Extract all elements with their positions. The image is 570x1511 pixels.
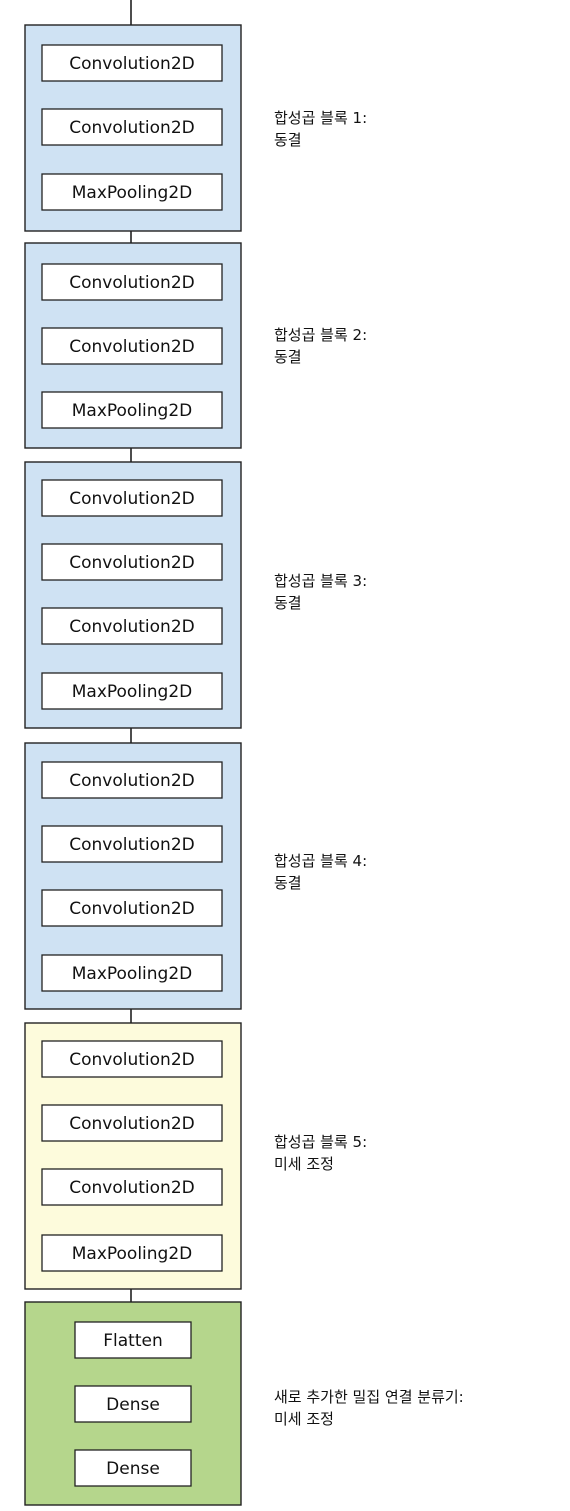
layer-box [41,327,223,365]
block-label-line2: 동결 [274,131,302,149]
layer-box [41,263,223,301]
layer-box [41,391,223,429]
block-label-line1: 합성곱 블록 2: [274,326,367,344]
layer-label: Convolution2D [69,118,194,138]
block-label-line2: 동결 [274,874,302,892]
layer-label: Convolution2D [69,771,194,791]
layer-box [41,543,223,581]
block-label-line1: 합성곱 블록 1: [274,109,367,127]
layer-box [41,1168,223,1206]
block-label-line2: 동결 [274,348,302,366]
layer-label: Convolution2D [69,899,194,919]
block-3: Convolution2D Convolution2D Convolution2D M… [24,461,367,729]
layer-label: MaxPooling2D [72,401,193,421]
layer-label: MaxPooling2D [72,964,193,984]
layer-label: Convolution2D [69,273,194,293]
block-4: Convolution2D Convolution2D Convolution2D M… [24,742,367,1010]
layer-label: Convolution2D [69,1114,194,1134]
layer-label: Convolution2D [69,337,194,357]
layer-label: Convolution2D [69,489,194,509]
layer-box [41,1040,223,1078]
block-label-line1: 합성곱 블록 5: [274,1133,367,1151]
block-label-line2: 미세 조정 [274,1410,334,1428]
block-label-line2: 동결 [274,594,302,612]
layer-label: MaxPooling2D [72,183,193,203]
layer-label: Convolution2D [69,1178,194,1198]
layer-box [41,44,223,82]
layer-label: Convolution2D [69,553,194,573]
block-label-line1: 새로 추가한 밀집 연결 분류기: [274,1388,464,1406]
layer-label: Convolution2D [69,835,194,855]
layer-label: Convolution2D [69,1050,194,1070]
layer-box [41,173,223,211]
layer-box [41,672,223,710]
layer-box [41,954,223,992]
block-5: Convolution2D Convolution2D Convolution2D M… [24,1022,367,1290]
block-label-line1: 합성곱 블록 4: [274,852,367,870]
layer-box [41,889,223,927]
layer-label: Convolution2D [69,617,194,637]
layer-box [74,1385,192,1423]
layer-label: MaxPooling2D [72,1244,193,1264]
block-group: Convolution2D Convolution2D MaxPooling2D 합성… [24,24,464,1506]
layer-box [74,1321,192,1359]
layer-box [41,825,223,863]
layer-label: Convolution2D [69,54,194,74]
block-label-line2: 미세 조정 [274,1155,334,1173]
block-label-line1: 합성곱 블록 3: [274,572,367,590]
layer-box [41,108,223,146]
layer-label: MaxPooling2D [72,682,193,702]
block-2: Convolution2D Convolution2D MaxPooling2D 합성… [24,242,367,449]
layer-box [74,1449,192,1487]
layer-box [41,1234,223,1272]
layer-label: Dense [106,1395,160,1415]
layer-box [41,1104,223,1142]
block-1: Convolution2D Convolution2D MaxPooling2D 합성… [24,24,367,232]
layer-label: Flatten [103,1331,162,1351]
layer-box [41,761,223,799]
layer-box [41,479,223,517]
layer-label: Dense [106,1459,160,1479]
layer-box [41,607,223,645]
